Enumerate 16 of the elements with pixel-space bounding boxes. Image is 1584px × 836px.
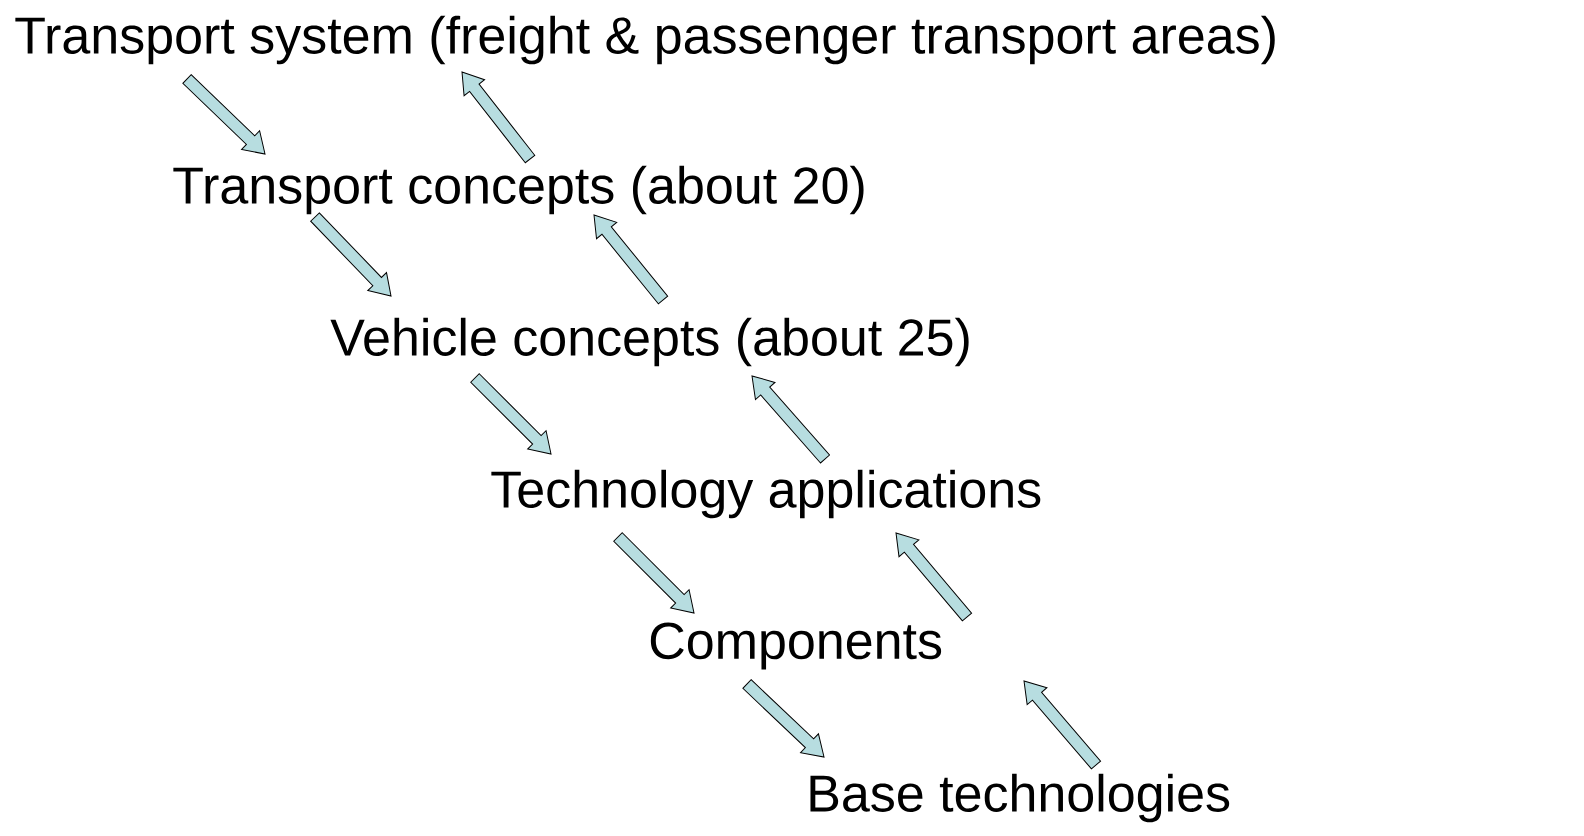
block-arrow — [470, 373, 552, 455]
block-arrow — [310, 212, 392, 297]
block-arrow — [895, 532, 973, 622]
level-label: Base technologies — [810, 773, 1230, 823]
level-label: Transport system (freight & passenger transport areas) — [15, 15, 1275, 65]
level-label: Components — [650, 622, 942, 670]
block-arrow — [742, 679, 825, 758]
block-arrow — [593, 214, 669, 305]
block-arrow — [751, 375, 830, 464]
level-label: Vehicle concepts (about 25) — [330, 317, 969, 367]
level-label: Transport concepts (about 20) — [173, 165, 864, 215]
block-arrow — [613, 532, 695, 614]
block-arrow — [1023, 680, 1102, 770]
block-arrow — [182, 74, 266, 155]
block-arrow — [461, 71, 536, 164]
level-label: Technology applications — [491, 469, 1041, 519]
